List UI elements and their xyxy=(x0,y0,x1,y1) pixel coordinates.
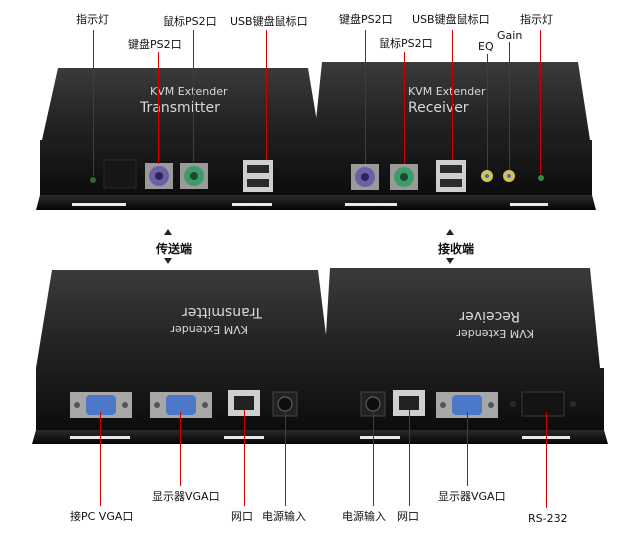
dc-power-jack-icon xyxy=(277,396,293,412)
transmitter-top-unit: KVM Extender Transmitter xyxy=(36,68,328,210)
label-power-left: 电源输入 xyxy=(262,510,306,523)
callout-line xyxy=(158,52,159,164)
arrow-up-icon xyxy=(446,229,454,235)
callout-line xyxy=(409,410,410,506)
callout-line xyxy=(193,30,194,162)
arrow-up-icon xyxy=(164,229,172,235)
transmitter-top-face-line2: Transmitter xyxy=(139,100,220,116)
label-mouse-ps2-left: 鼠标PS2口 xyxy=(163,15,217,28)
callout-line xyxy=(285,410,286,506)
label-keyboard-ps2-right: 键盘PS2口 xyxy=(339,13,393,26)
rs232-port-icon xyxy=(521,391,565,417)
label-keyboard-ps2-left: 键盘PS2口 xyxy=(128,38,182,51)
callout-line xyxy=(452,30,453,160)
callout-line xyxy=(467,412,468,486)
receiver-bottom-face-line2: Receiver xyxy=(459,308,520,324)
label-usb-left: USB键盘鼠标口 xyxy=(230,15,308,28)
arrow-down-icon xyxy=(446,258,454,264)
callout-line xyxy=(546,412,547,508)
transmitter-side-label: 传送端 xyxy=(156,242,193,256)
callout-line xyxy=(93,30,94,176)
label-mouse-ps2-right: 鼠标PS2口 xyxy=(379,37,433,50)
callout-line xyxy=(509,42,510,170)
label-pc-vga-in: 接PC VGA口 xyxy=(70,510,134,523)
transmitter-bottom-face-line1: KVM Extender xyxy=(170,323,248,336)
callout-line xyxy=(540,30,541,174)
receiver-bottom-unit: KVM Extender Receiver xyxy=(320,268,608,444)
label-rs232: RS-232 xyxy=(528,512,568,525)
receiver-side-label: 接收端 xyxy=(438,242,475,256)
label-gain: Gain xyxy=(497,29,523,42)
usb-port-icon xyxy=(436,160,466,192)
callout-line xyxy=(404,52,405,164)
callout-line xyxy=(266,30,267,160)
label-indicator-left: 指示灯 xyxy=(76,13,109,26)
transmitter-top-face-line1: KVM Extender xyxy=(150,85,228,98)
callout-line xyxy=(487,54,488,170)
receiver-top-face-line2: Receiver xyxy=(408,100,469,116)
label-indicator-right: 指示灯 xyxy=(520,13,553,26)
label-network-left: 网口 xyxy=(231,510,253,523)
callout-line xyxy=(373,410,374,506)
usb-port-icon xyxy=(243,160,273,192)
callout-line xyxy=(100,412,101,506)
label-monitor-vga-right: 显示器VGA口 xyxy=(438,490,506,503)
arrow-down-icon xyxy=(164,258,172,264)
receiver-top-face-line1: KVM Extender xyxy=(408,85,486,98)
vga-port-icon xyxy=(86,395,116,415)
vga-port-icon xyxy=(166,395,196,415)
label-monitor-vga-left: 显示器VGA口 xyxy=(152,490,220,503)
label-usb-right: USB键盘鼠标口 xyxy=(412,13,490,26)
label-eq: EQ xyxy=(478,40,494,53)
power-led-icon xyxy=(90,177,96,183)
label-power-right: 电源输入 xyxy=(342,510,386,523)
callout-line xyxy=(244,410,245,506)
power-led-icon xyxy=(538,175,544,181)
callout-line xyxy=(180,412,181,486)
vga-port-icon xyxy=(452,395,482,415)
transmitter-bottom-face-line2: Transmitter xyxy=(182,304,263,320)
label-network-right: 网口 xyxy=(397,510,419,523)
receiver-bottom-face-line1: KVM Extender xyxy=(456,327,534,340)
receiver-top-unit: KVM Extender Receiver xyxy=(310,62,596,210)
callout-line xyxy=(365,30,366,164)
dc-power-jack-icon xyxy=(365,396,381,412)
transmitter-bottom-unit: KVM Extender Transmitter xyxy=(32,270,334,444)
